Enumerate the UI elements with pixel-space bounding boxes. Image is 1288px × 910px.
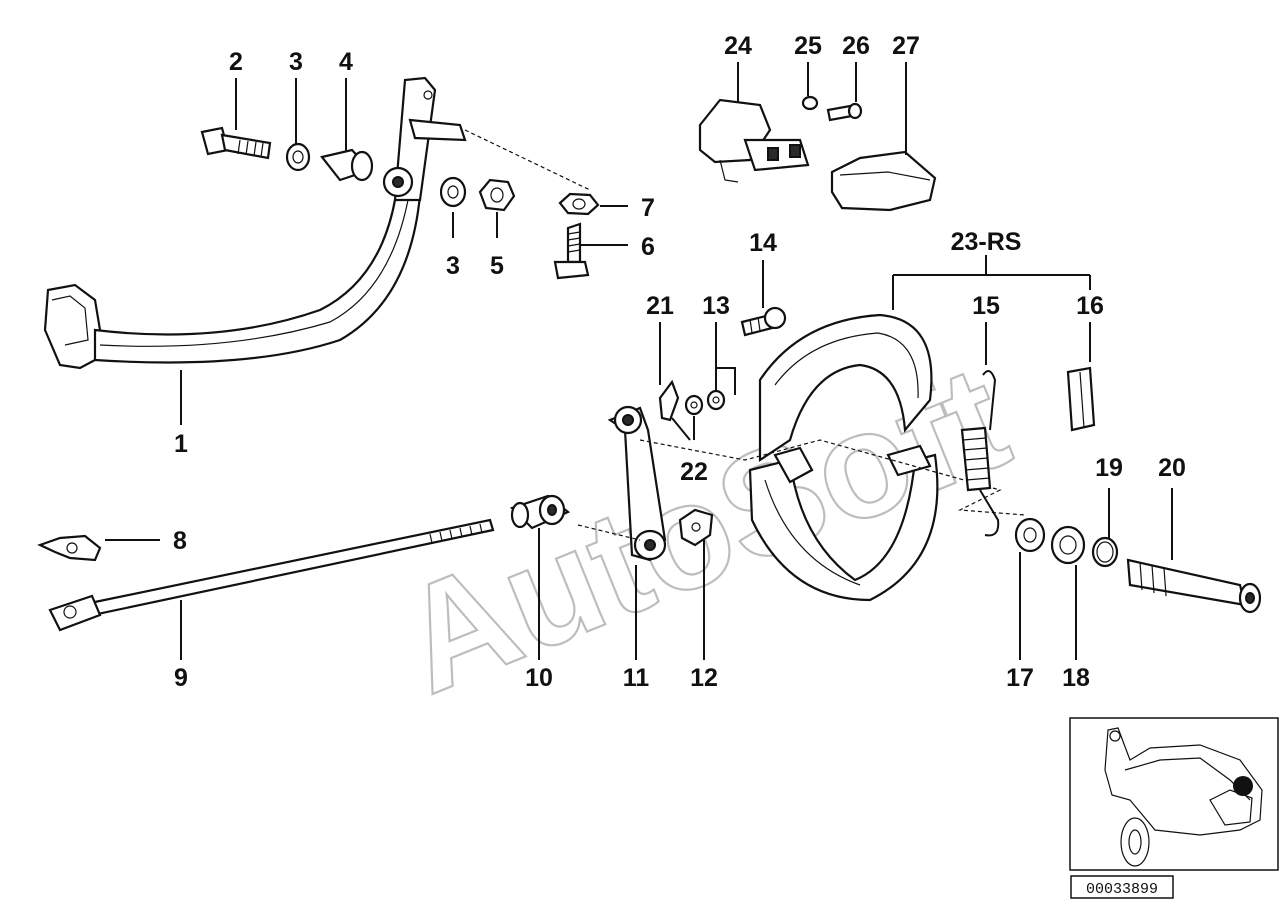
bushing[interactable] — [320, 148, 374, 182]
callouts: 1 2 3 4 3 5 6 7 8 9 10 11 12 13 14 15 16… — [173, 32, 1186, 692]
motorcycle-icon — [1104, 727, 1263, 867]
switch-washer[interactable] — [801, 95, 819, 111]
switch-cover[interactable] — [830, 150, 937, 212]
spring-washer[interactable] — [706, 389, 726, 411]
brake-rod[interactable] — [48, 518, 495, 632]
pedal-bolt[interactable] — [200, 126, 272, 160]
callout-18: 18 — [1062, 664, 1090, 692]
callout-2: 2 — [229, 48, 243, 76]
callout-3-upper: 3 — [289, 48, 303, 76]
callout-23-rs: 23-RS — [951, 228, 1022, 256]
o-ring[interactable] — [1091, 536, 1119, 568]
trunnion[interactable] — [509, 494, 571, 530]
hex-nut[interactable] — [478, 178, 516, 212]
wing-nut[interactable] — [678, 508, 714, 547]
callout-9: 9 — [174, 664, 188, 692]
brake-pedal-arm[interactable] — [43, 76, 467, 370]
retaining-clip[interactable] — [37, 534, 102, 562]
alignment-line — [464, 129, 591, 191]
lock-nut[interactable] — [558, 192, 600, 216]
callout-1: 1 — [174, 430, 188, 458]
callout-8: 8 — [173, 527, 187, 555]
callout-25: 25 — [794, 32, 822, 60]
callout-22: 22 — [680, 458, 708, 486]
sleeve[interactable] — [1066, 366, 1096, 432]
spring-clip[interactable] — [658, 379, 680, 422]
adjusting-bolt[interactable] — [553, 222, 590, 280]
leader-lines — [105, 62, 1173, 660]
washer-upper[interactable] — [285, 142, 311, 172]
callout-16: 16 — [1076, 292, 1104, 320]
lever-screw[interactable] — [740, 306, 787, 337]
callout-21: 21 — [646, 292, 674, 320]
callout-15: 15 — [972, 292, 1000, 320]
rear-wheel-hub-marker — [1233, 776, 1253, 796]
callout-12: 12 — [690, 664, 718, 692]
callout-11: 11 — [623, 664, 650, 692]
switch-screw[interactable] — [826, 102, 863, 122]
callout-13: 13 — [702, 292, 730, 320]
callout-14: 14 — [749, 229, 777, 257]
callout-10: 10 — [525, 664, 553, 692]
brake-lever[interactable] — [577, 405, 667, 562]
brake-shoe-set[interactable] — [639, 313, 1026, 602]
callout-7: 7 — [641, 194, 655, 222]
callout-27: 27 — [892, 32, 920, 60]
callout-6: 6 — [641, 233, 655, 261]
callout-4: 4 — [339, 48, 353, 76]
callout-5: 5 — [490, 252, 504, 280]
washer-lower[interactable] — [439, 176, 467, 208]
document-number-box: 00033899 — [1070, 875, 1174, 899]
brake-light-switch[interactable] — [698, 98, 810, 183]
callout-3-lower: 3 — [446, 252, 460, 280]
shaft-washer[interactable] — [1014, 517, 1046, 553]
lever-washer[interactable] — [684, 394, 704, 416]
brake-cam[interactable] — [1126, 558, 1262, 614]
callout-20: 20 — [1158, 454, 1186, 482]
motorcycle-locator-inset — [1069, 717, 1279, 871]
callout-24: 24 — [724, 32, 752, 60]
callout-17: 17 — [1006, 664, 1034, 692]
thrust-ring[interactable] — [1050, 525, 1086, 565]
callout-26: 26 — [842, 32, 870, 60]
callout-19: 19 — [1095, 454, 1123, 482]
document-number: 00033899 — [1086, 881, 1158, 898]
return-spring[interactable] — [960, 370, 1000, 537]
